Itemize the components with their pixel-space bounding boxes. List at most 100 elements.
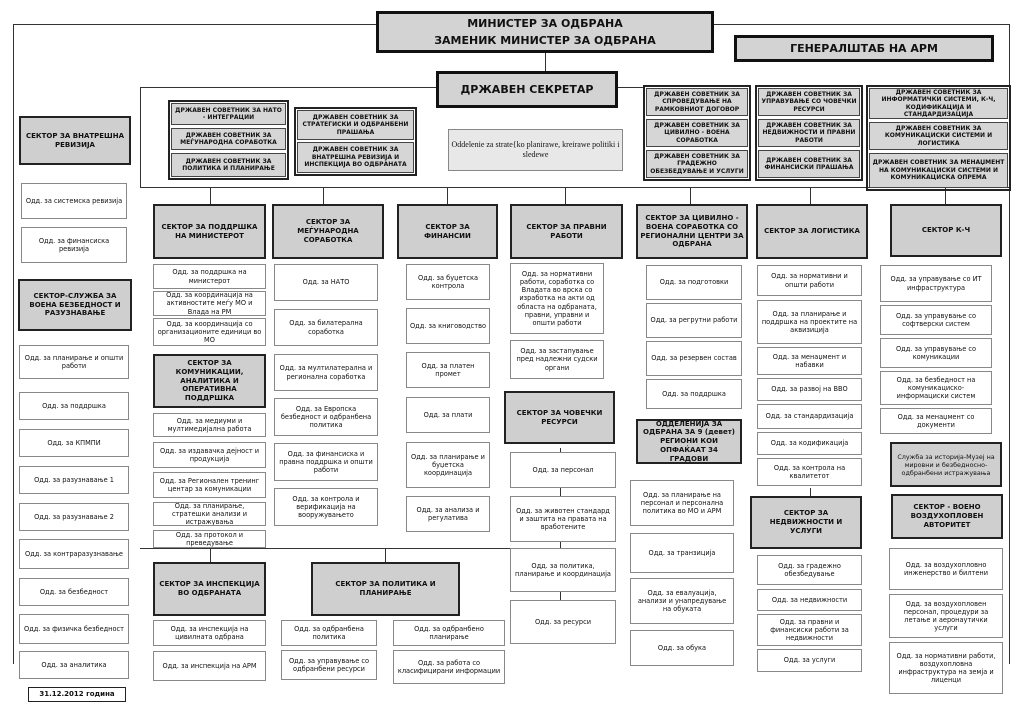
connector bbox=[1009, 24, 1010, 664]
security-item: Одд. за КПМПИ bbox=[19, 429, 129, 457]
comms-item: Одд. за медиуми и мултимедијална работа bbox=[153, 413, 266, 437]
advisor-construction: ДРЖАВЕН СОВЕТНИК ЗА ГРАДЕЖНО ОБЕЗБЕДУВАЊ… bbox=[646, 150, 748, 178]
legal-item: Одд. за застапување пред надлежни судски… bbox=[510, 340, 604, 379]
connector bbox=[140, 187, 1010, 188]
aviation-item: Одд. за воздухопловно инженерство и билт… bbox=[889, 548, 1003, 590]
advisors-left-group bbox=[168, 100, 289, 180]
strategic-planning-dept: Oddelenie za strate{ko planirawe, kreira… bbox=[448, 129, 623, 171]
connector bbox=[810, 488, 811, 496]
advisor-framework: ДРЖАВЕН СОВЕТНИК ЗА СПРОВЕДУВАЊЕ НА РАМК… bbox=[646, 88, 748, 116]
support-item: Одд. за поддршка на министерот bbox=[153, 264, 266, 289]
connector bbox=[945, 187, 946, 205]
support-item: Одд. за координација на активностите меѓ… bbox=[153, 291, 266, 316]
deputy-minister-title: ЗАМЕНИК МИНИСТЕР ЗА ОДБРАНА bbox=[434, 34, 656, 47]
intl-item: Одд. за мултилатерална и регионална сора… bbox=[274, 354, 378, 391]
connector bbox=[323, 187, 324, 205]
connector bbox=[690, 187, 691, 205]
advisors-mid-group bbox=[294, 107, 417, 176]
intl-item: Одд. за контрола и верификација на воору… bbox=[274, 488, 378, 526]
advisor-comm-management: ДРЖАВЕН СОВЕТНИК ЗА МЕНАЏМЕНТ НА КОМУНИК… bbox=[869, 153, 1008, 188]
sector-military-security: СЕКТОР-СЛУЖБА ЗА ВОЕНА БЕЗБЕДНОСТ И РАЗУ… bbox=[18, 279, 132, 331]
logistics-item: Одд. за развој на ВВО bbox=[757, 378, 862, 401]
civil-item: Одд. за регрутни работи bbox=[646, 303, 742, 338]
finance-item: Одд. за планирање и буџетска координациј… bbox=[406, 442, 490, 488]
date-label: 31.12.2012 година bbox=[28, 687, 126, 702]
inspection-item: Одд. за инспекција на цивилната одбрана bbox=[153, 620, 266, 646]
security-item: Одд. за безбедност bbox=[19, 578, 129, 606]
connector bbox=[545, 52, 546, 72]
advisor-nato: ДРЖАВЕН СОВЕТНИК ЗА НАТО - ИНТЕГРАЦИИ bbox=[171, 103, 286, 125]
defense-regions-box: ОДДЕЛЕНИЈА ЗА ОДБРАНА ЗА 9 (девет) РЕГИО… bbox=[636, 419, 742, 464]
civil-item: Одд. за резервен состав bbox=[646, 341, 742, 376]
intl-item: Одд. за НАТО bbox=[274, 264, 378, 301]
logistics-item: Одд. за нормативни и општи работи bbox=[757, 265, 862, 296]
connector bbox=[617, 87, 645, 88]
ki-item: Одд. за управување со софтверски систем bbox=[880, 305, 992, 335]
sector-communications: СЕКТОР ЗА КОМУНИКАЦИИ, АНАЛИТИКА И ОПЕРА… bbox=[153, 354, 266, 408]
hr-item: Одд. за персонал bbox=[510, 452, 616, 488]
logistics-item: Одд. за стандардизација bbox=[757, 404, 862, 429]
connector bbox=[13, 24, 14, 664]
sector-aviation-authority: СЕКТОР - ВОЕНО ВОЗДУХОПЛОВЕН АВТОРИТЕТ bbox=[891, 494, 1003, 539]
sector-property: СЕКТОР ЗА НЕДВИЖНОСТИ И УСЛУГИ bbox=[750, 496, 862, 549]
hr-item: Одд. за обука bbox=[630, 630, 734, 666]
state-secretary-box: ДРЖАВЕН СЕКРЕТАР bbox=[436, 71, 618, 108]
advisor-finance: ДРЖАВЕН СОВЕТНИК ЗА ФИНАНСИСКИ ПРАШАЊА bbox=[758, 150, 860, 178]
connector bbox=[810, 187, 811, 205]
property-item: Одд. за градежно обезбедување bbox=[757, 555, 862, 585]
hr-item: Одд. за животен стандард и заштита на пр… bbox=[510, 496, 616, 542]
security-item: Одд. за планирање и општи работи bbox=[19, 345, 129, 379]
advisor-policy: ДРЖАВЕН СОВЕТНИК ЗА ПОЛИТИКА И ПЛАНИРАЊЕ bbox=[171, 153, 286, 177]
hr-item: Одд. за евалуација, анализи и унапредува… bbox=[630, 578, 734, 624]
property-item: Одд. за недвижности bbox=[757, 589, 862, 611]
advisor-strategic: ДРЖАВЕН СОВЕТНИК ЗА СТРАТЕГИСКИ И ОДБРАН… bbox=[297, 110, 414, 140]
policy-item: Одд. за одбранбено планирање bbox=[393, 620, 505, 646]
support-item: Одд. за координација со организационите … bbox=[153, 318, 266, 346]
logistics-item: Одд. за менаџмент и набавки bbox=[757, 347, 862, 375]
advisor-it-systems: ДРЖАВЕН СОВЕТНИК ЗА ИНФОРМАТИЧКИ СИСТЕМИ… bbox=[869, 88, 1008, 119]
logistics-item: Одд. за контрола на квалитетот bbox=[757, 458, 862, 486]
intl-item: Одд. за Европска безбедност и одбранбена… bbox=[274, 398, 378, 436]
advisors-r1-group bbox=[643, 85, 751, 181]
sector-inspection: СЕКТОР ЗА ИНСПЕКЦИЈА ВО ОДБРАНАТА bbox=[153, 562, 266, 616]
aviation-item: Одд. за воздухопловен персонал, процедур… bbox=[889, 594, 1003, 638]
intl-item: Одд. за финансиска и правна поддршка и о… bbox=[274, 443, 378, 481]
connector bbox=[447, 187, 448, 205]
sector-human-resources: СЕКТОР ЗА ЧОВЕЧКИ РЕСУРСИ bbox=[504, 391, 615, 444]
hr-item: Одд. за транзиција bbox=[630, 533, 734, 573]
sector-legal: СЕКТОР ЗА ПРАВНИ РАБОТИ bbox=[510, 204, 623, 259]
connector bbox=[385, 548, 386, 562]
advisor-hr: ДРЖАВЕН СОВЕТНИК ЗА УПРАВУВАЊЕ СО ЧОВЕЧК… bbox=[758, 88, 860, 116]
advisor-property: ДРЖАВЕН СОВЕТНИК ЗА НЕДВИЖНОСТИ И ПРАВНИ… bbox=[758, 119, 860, 147]
inspection-item: Одд. за инспекција на АРМ bbox=[153, 651, 266, 681]
sector-minister-support: СЕКТОР ЗА ПОДДРШКА НА МИНИСТЕРОТ bbox=[153, 204, 266, 259]
sector-ki: СЕКТОР К-Ч bbox=[890, 204, 1002, 257]
connector bbox=[140, 548, 610, 549]
audit-item: Одд. за системска ревизија bbox=[21, 183, 127, 219]
ki-item: Одд. за менаџмент со документи bbox=[880, 408, 992, 434]
hr-item: Одд. за ресурси bbox=[510, 600, 616, 644]
general-staff-title: ГЕНЕРАЛШТАБ НА АРМ bbox=[790, 41, 938, 55]
connector bbox=[140, 87, 437, 88]
comms-item: Одд. за издавачка дејност и продукција bbox=[153, 442, 266, 468]
security-item: Одд. за разузнавање 1 bbox=[19, 466, 129, 494]
finance-item: Одд. за анализа и регулатива bbox=[406, 496, 490, 532]
security-item: Одд. за контраразузнавање bbox=[19, 539, 129, 569]
minister-title: МИНИСТЕР ЗА ОДБРАНА bbox=[467, 16, 623, 30]
state-secretary-title: ДРЖАВЕН СЕКРЕТАР bbox=[460, 82, 594, 96]
logistics-item: Одд. за кодификација bbox=[757, 432, 862, 455]
security-item: Одд. за физичка безбедност bbox=[19, 614, 129, 644]
advisor-comm-logistics: ДРЖАВЕН СОВЕТНИК ЗА КОМУНИКАЦИСКИ СИСТЕМ… bbox=[869, 122, 1008, 150]
property-item: Одд. за услуги bbox=[757, 649, 862, 672]
sector-internal-audit: СЕКТОР ЗА ВНАТРЕШНА РЕВИЗИЈА bbox=[19, 116, 131, 165]
connector bbox=[565, 187, 566, 205]
security-item: Одд. за аналитика bbox=[19, 651, 129, 679]
advisor-civil-military: ДРЖАВЕН СОВЕТНИК ЗА ЦИВИЛНО - ВОЕНА СОРА… bbox=[646, 119, 748, 147]
comms-item: Одд. за Регионален тренинг центар за ком… bbox=[153, 472, 266, 498]
ki-item: Одд. за управување со ИТ инфраструктура bbox=[880, 265, 992, 302]
advisors-r2-group bbox=[755, 85, 863, 181]
logistics-item: Одд. за планирање и поддршка на проектит… bbox=[757, 300, 862, 344]
policy-item: Одд. за работа со класифицирани информац… bbox=[393, 650, 505, 684]
legal-item: Одд. за нормативни работи, соработка со … bbox=[510, 263, 604, 334]
finance-item: Одд. за платен промет bbox=[406, 352, 490, 388]
